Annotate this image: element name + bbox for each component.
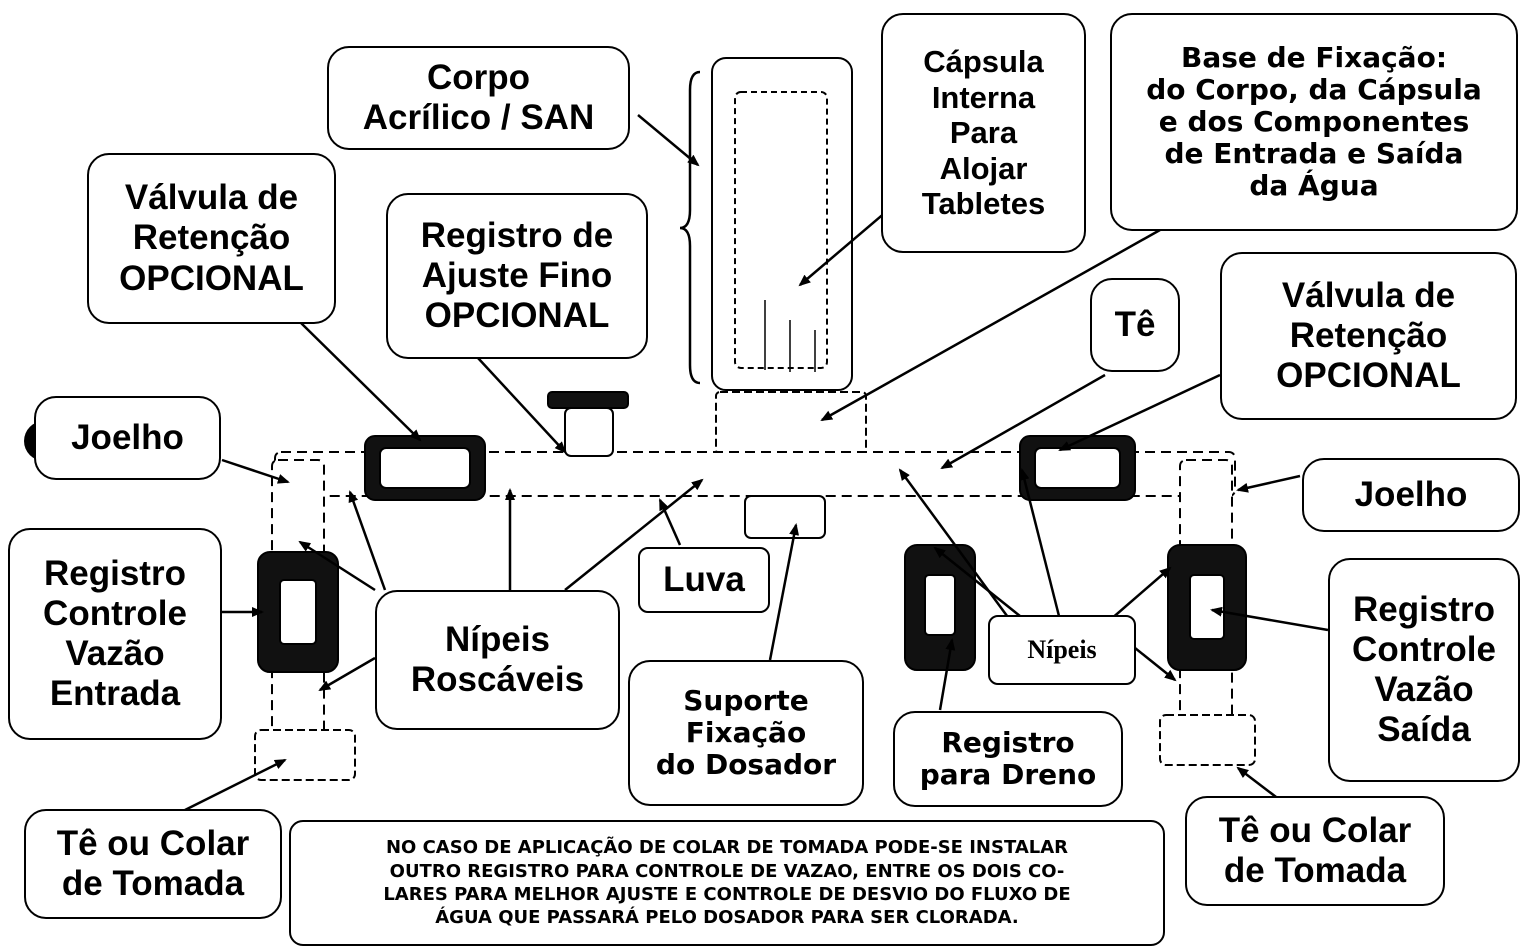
label-base-fixacao: Base de Fixação: do Corpo, da Cápsula e …	[1110, 13, 1518, 231]
label-joelho-esquerdo: Joelho	[34, 396, 221, 480]
leader-lines	[184, 114, 1329, 812]
label-valvula-retencao-esquerda: Válvula de Retenção OPCIONAL	[87, 153, 336, 324]
label-registro-ajuste-fino: Registro de Ajuste Fino OPCIONAL	[386, 193, 648, 359]
label-registro-dreno: Registro para Dreno	[893, 711, 1123, 807]
label-te-colar-direito: Tê ou Colar de Tomada	[1185, 796, 1445, 906]
equipment-drawing	[254, 57, 1256, 781]
label-suporte-fixacao: Suporte Fixação do Dosador	[628, 660, 864, 806]
body-brace	[679, 70, 701, 385]
note-colar-tomada: NO CASO DE APLICAÇÃO DE COLAR DE TOMADA …	[289, 820, 1165, 946]
fine-adjust-valve	[564, 407, 614, 457]
label-registro-vazao-saida: Registro Controle Vazão Saída	[1328, 558, 1520, 782]
label-nipeis-roscaveis: Nípeis Roscáveis	[375, 590, 620, 730]
label-joelho-direito: Joelho	[1302, 458, 1520, 532]
label-registro-vazao-entrada: Registro Controle Vazão Entrada	[8, 528, 222, 740]
label-te: Tê	[1090, 278, 1180, 372]
left-bottom-tee	[254, 729, 356, 781]
label-luva: Luva	[638, 547, 770, 613]
label-te-colar-esquerdo: Tê ou Colar de Tomada	[24, 809, 282, 919]
dosador-support	[744, 495, 826, 539]
inner-capsule	[734, 91, 828, 369]
label-capsula-interna: Cápsula Interna Para Alojar Tabletes	[881, 13, 1086, 253]
label-corpo-acrilico: Corpo Acrílico / SAN	[327, 46, 630, 150]
mounting-base	[715, 391, 867, 455]
right-bottom-tee	[1159, 714, 1256, 766]
label-nipeis: Nípeis	[988, 615, 1136, 685]
label-valvula-retencao-direita: Válvula de Retenção OPCIONAL	[1220, 252, 1517, 420]
